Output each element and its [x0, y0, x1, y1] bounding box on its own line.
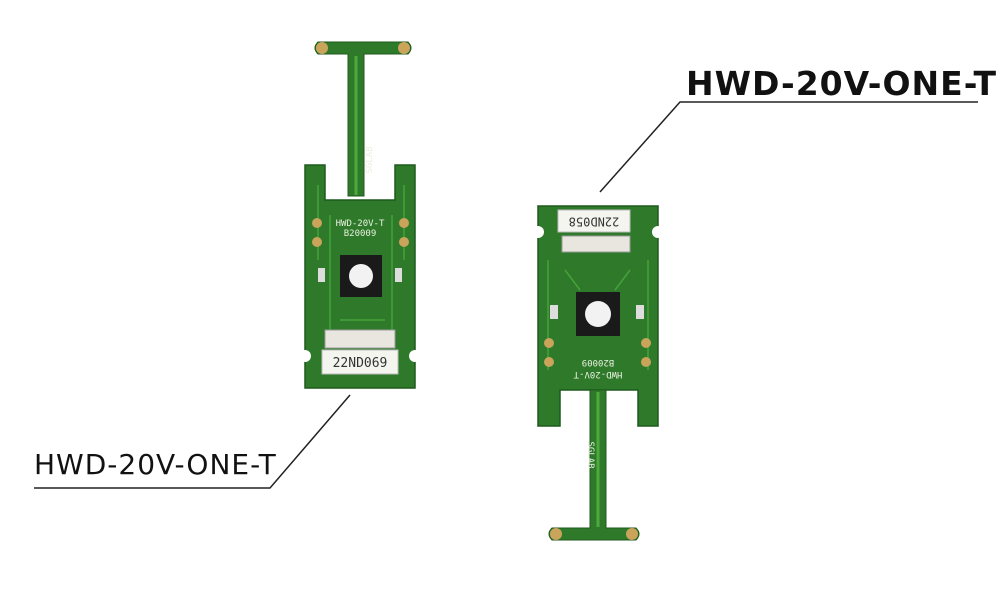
model-silk-left: HWD-20V-T [336, 219, 385, 229]
model-silk-right: HWD-20V-T [573, 369, 622, 379]
date-silk-right: B20009 [582, 357, 615, 367]
pcb-board-left: 22ND069 HWD-20V-T B20009 SGLAB [299, 41, 421, 389]
connector [561, 235, 631, 253]
serial-label-right: 22ND058 [569, 215, 620, 229]
callout-line-right [599, 101, 978, 193]
serial-label-left: 22ND069 [333, 356, 388, 371]
callout-label-right: HWD-20V-ONE-TR [686, 64, 1000, 103]
date-silk-left: B20009 [344, 229, 377, 239]
connector [324, 329, 396, 349]
pad-icon [550, 528, 562, 540]
pad-icon [398, 42, 410, 54]
brand-silk-left: SGLAB [365, 146, 375, 173]
pad-icon [316, 42, 328, 54]
callout-line-left [34, 394, 351, 489]
pad-icon [626, 528, 638, 540]
callout-label-left: HWD-20V-ONE-T [34, 448, 277, 481]
brand-silk-right: SGLAB [585, 441, 595, 468]
pcb-board-right: 22ND058 HWD-20V-T B20009 SGLAB [532, 205, 664, 541]
